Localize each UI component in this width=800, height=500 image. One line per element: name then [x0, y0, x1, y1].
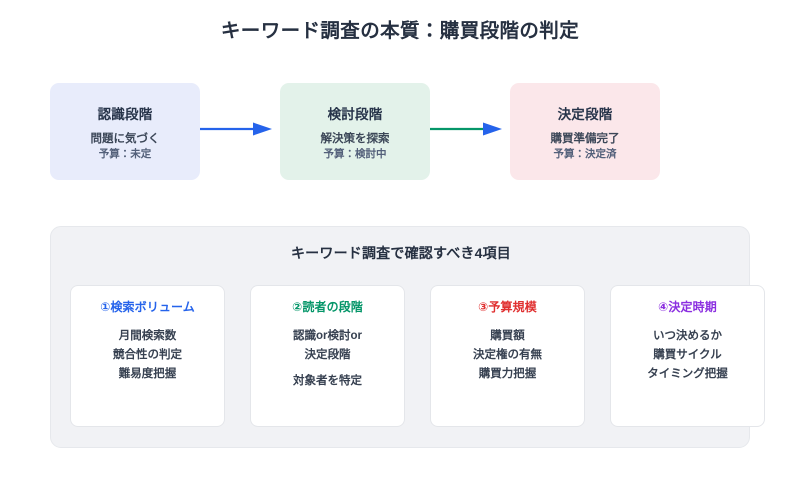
arrow-awareness-to-consideration-icon	[200, 122, 272, 136]
checklist-card-reader-stage[interactable]: ②読者の段階 認識or検討or 決定段階 対象者を特定	[250, 285, 405, 427]
page-title: キーワード調査の本質：購買段階の判定	[220, 20, 580, 42]
stage-budget: 予算：検討中	[323, 148, 387, 161]
stage-budget: 予算：決定済	[553, 148, 617, 161]
stage-box-decision: 決定段階 購買準備完了 予算：決定済	[510, 83, 660, 180]
card-item: 購買額	[490, 329, 525, 342]
stage-desc: 解決策を探索	[320, 133, 390, 146]
checklist-panel-title: キーワード調査で確認すべき4項目	[290, 245, 511, 261]
stage-title: 検討段階	[327, 107, 383, 123]
card-item: 購買力把握	[478, 368, 537, 381]
card-title: ②読者の段階	[292, 300, 363, 314]
checklist-card-search-volume[interactable]: ①検索ボリューム 月間検索数 競合性の判定 難易度把握	[70, 285, 225, 427]
card-item: 競合性の判定	[113, 348, 182, 361]
stage-box-awareness: 認識段階 問題に気づく 予算：未定	[50, 83, 200, 180]
card-item: 決定段階	[304, 348, 351, 361]
checklist-card-budget-scale[interactable]: ③予算規模 購買額 決定権の有無 購買力把握	[430, 285, 585, 427]
stage-budget: 予算：未定	[98, 148, 152, 161]
arrow-consideration-to-decision-icon	[430, 122, 502, 136]
stage-desc: 購買準備完了	[550, 133, 620, 146]
checklist-cards: ①検索ボリューム 月間検索数 競合性の判定 難易度把握 ②読者の段階 認識or検…	[70, 285, 765, 427]
stage-title: 認識段階	[97, 107, 153, 123]
stage-box-consideration: 検討段階 解決策を探索 予算：検討中	[280, 83, 430, 180]
stage-title: 決定段階	[557, 107, 613, 123]
card-item: 認識or検討or	[293, 329, 362, 342]
card-item: 購買サイクル	[653, 348, 722, 361]
card-item: 月間検索数	[118, 329, 177, 342]
checklist-card-decision-timing[interactable]: ④決定時期 いつ決めるか 購買サイクル タイミング把握	[610, 285, 765, 427]
card-title: ①検索ボリューム	[100, 300, 195, 314]
card-title: ④決定時期	[658, 300, 717, 314]
card-item: 決定権の有無	[473, 348, 542, 361]
stage-desc: 問題に気づく	[90, 133, 160, 146]
card-item: いつ決めるか	[653, 329, 722, 342]
card-item: 難易度把握	[118, 368, 177, 381]
card-item: 対象者を特定	[293, 375, 362, 388]
card-title: ③予算規模	[478, 300, 537, 314]
card-item: タイミング把握	[647, 368, 728, 381]
stage-flow: 認識段階 問題に気づく 予算：未定 検討段階 解決策を探索 予算：検討中 決定段…	[50, 83, 750, 180]
